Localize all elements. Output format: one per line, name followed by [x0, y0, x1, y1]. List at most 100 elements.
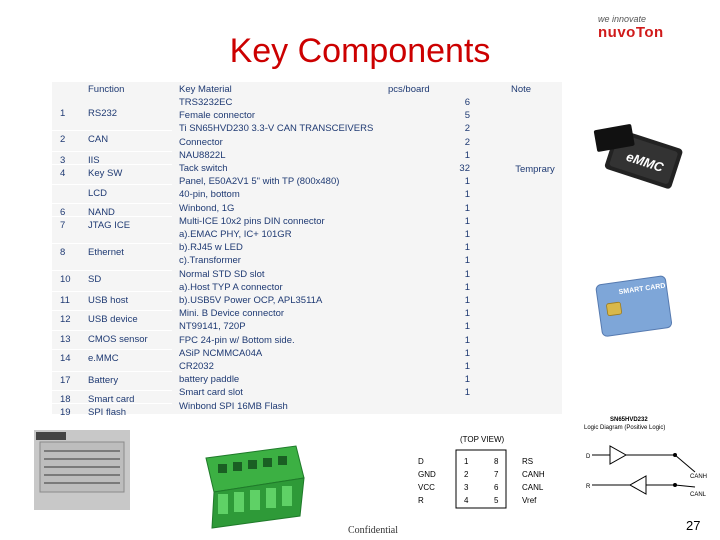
material-item: c).Transformer [179, 255, 241, 267]
page-title: Key Components [229, 32, 491, 70]
function-label: LCD [88, 188, 108, 199]
top-view-label: (TOP VIEW) [460, 435, 504, 444]
pin-right-number: 7 [494, 470, 499, 479]
pin-left-number: 2 [464, 470, 469, 479]
function-label: Ethernet [88, 247, 124, 258]
function-label: CAN [88, 134, 109, 145]
function-label: NAND [88, 207, 115, 218]
function-index: 8 [60, 247, 66, 258]
row-divider [52, 310, 172, 311]
page-number: 27 [686, 518, 701, 533]
function-index: 14 [60, 353, 71, 364]
function-index: 10 [60, 274, 71, 285]
components-table [52, 82, 562, 414]
function-index: 7 [60, 220, 66, 231]
smart-card-image: SMART CARD [595, 275, 673, 337]
function-label: e.MMC [88, 353, 119, 364]
pcs-value: 1 [464, 334, 470, 346]
material-item: Panel, E50A2V1 5" with TP (800x480) [179, 176, 340, 188]
function-index: 18 [60, 394, 71, 405]
row-divider [52, 371, 172, 372]
material-item: NAU8822L [179, 149, 226, 161]
pin-right-number: 5 [494, 496, 499, 505]
pin-right-label: CANL [522, 483, 544, 492]
function-label: SD [88, 274, 102, 285]
material-item: a).EMAC PHY, IC+ 101GR [179, 229, 292, 240]
pcs-value: 32 [459, 163, 470, 174]
pin-left-label: GND [418, 470, 436, 479]
pin-right-label: Vref [522, 496, 537, 505]
function-index: 11 [60, 295, 70, 306]
function-index: 12 [60, 314, 71, 325]
material-item: Winbond, 1G [179, 202, 235, 214]
pcs-value: 1 [464, 149, 470, 161]
function-label: IIS [88, 155, 100, 166]
material-item: battery paddle [179, 374, 240, 386]
pcs-value: 1 [464, 215, 470, 227]
logic-diagram: SN65HVD232 Logic Diagram (Positive Logic… [584, 417, 707, 498]
header-function: Function [88, 84, 125, 95]
pcs-value: 2 [464, 136, 470, 148]
function-index: 19 [60, 407, 71, 418]
pcs-value: 1 [464, 176, 470, 188]
row-divider [52, 130, 172, 131]
material-item: b).USB5V Power OCP, APL3511A [179, 295, 323, 306]
pin-left-number: 1 [464, 457, 469, 466]
pcs-value: 1 [464, 229, 470, 240]
row-divider [52, 151, 172, 152]
row-divider [52, 270, 172, 271]
material-item: TRS3232EC [179, 97, 233, 108]
header-note: Note [511, 84, 532, 95]
logic-subtitle: Logic Diagram (Positive Logic) [584, 425, 665, 431]
pcs-value: 1 [464, 387, 470, 399]
pcs-value: 1 [464, 347, 470, 359]
row-divider [52, 390, 172, 391]
function-label: USB device [88, 314, 138, 325]
function-index: 3 [60, 155, 66, 166]
function-index: 1 [60, 108, 66, 119]
material-item: Tack switch [179, 163, 228, 174]
material-item: FPC 24-pin w/ Bottom side. [179, 334, 295, 346]
logo-brand: nuvoTon [598, 24, 664, 41]
pcs-value: 1 [464, 321, 470, 333]
row-divider [52, 184, 172, 185]
row-divider [52, 330, 172, 331]
row-divider [52, 291, 172, 292]
header-pcs: pcs/board [388, 84, 430, 95]
pin-right-number: 6 [494, 483, 499, 492]
svg-text:R: R [586, 484, 591, 490]
note-temporary: Temprary [515, 164, 555, 175]
material-item: Mini. B Device connector [179, 308, 285, 320]
material-item: Winbond SPI 16MB Flash [179, 400, 288, 412]
pcs-value: 1 [464, 374, 470, 386]
material-item: CR2032 [179, 361, 214, 372]
pcs-value: 5 [464, 110, 470, 122]
confidential-label: Confidential [348, 525, 398, 536]
material-item: Multi-ICE 10x2 pins DIN connector [179, 215, 325, 227]
material-item: ASiP NCMMCA04A [179, 347, 263, 359]
row-divider [52, 403, 172, 404]
header-material: Key Material [179, 84, 232, 95]
material-item: Female connector [179, 110, 256, 122]
emmc-chip-image: eMMC [593, 124, 683, 189]
function-label: RS232 [88, 108, 118, 119]
pin-left-number: 4 [464, 496, 469, 505]
material-item: b).RJ45 w LED [179, 242, 243, 254]
pcs-value: 1 [464, 281, 470, 293]
pcs-value: 2 [464, 123, 470, 135]
pcs-value: 1 [464, 255, 470, 267]
material-item: 40-pin, bottom [179, 189, 240, 201]
svg-text:CANH: CANH [690, 474, 707, 480]
function-index: 13 [60, 334, 71, 345]
nuvoton-logo: we innovate nuvoTon [598, 14, 703, 41]
svg-text:D: D [586, 454, 591, 460]
row-divider [52, 349, 172, 350]
function-index: 4 [60, 168, 66, 179]
function-label: Battery [88, 375, 119, 386]
pin-right-label: RS [522, 457, 533, 466]
row-divider [52, 203, 172, 204]
function-label: SPI flash [88, 407, 127, 418]
material-item: a).Host TYP A connector [179, 281, 283, 293]
logic-title: SN65HVD232 [610, 417, 648, 423]
